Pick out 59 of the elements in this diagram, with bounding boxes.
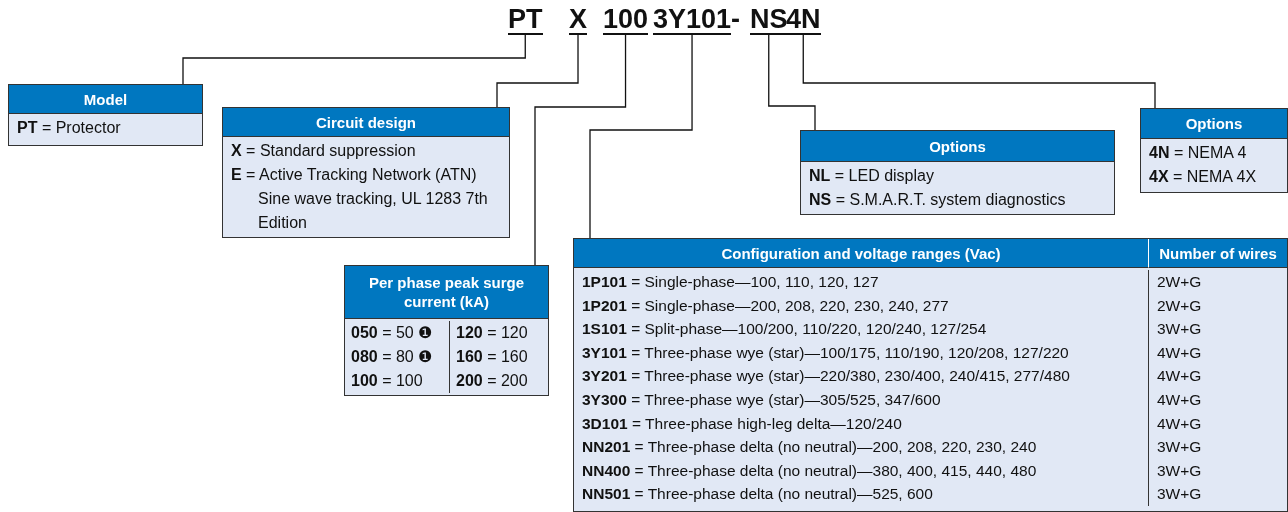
table-cell: 080 = 80 ❶ xyxy=(345,345,450,369)
table-cell-text: 3W+G xyxy=(1156,319,1203,340)
code-key-table xyxy=(344,265,549,396)
code-key-table xyxy=(573,238,1288,512)
separator-text: - xyxy=(731,6,740,33)
definition-text: 4X = NEMA 4X xyxy=(1148,167,1258,187)
table-cell-text: 2W+G xyxy=(1156,272,1203,292)
table-cell: 3Y300 = Three-phase wye (star)—305/525, 347/600 xyxy=(574,387,1149,412)
table-cell: 100 = 100 xyxy=(345,369,450,393)
table-cell-text: 160 = 160 xyxy=(455,347,529,367)
table-cell: 1P201 = Single-phase—200, 208, 220, 230, 240, 277 xyxy=(574,293,1149,318)
table-cell-text: 3W+G xyxy=(1156,484,1203,505)
table-cell: NN201 = Three-phase delta (no neutral)—200, 208, 220, 230, 240 xyxy=(574,435,1149,459)
model-code-segment: 3Y101 xyxy=(653,6,732,35)
definition-text: NS = S.M.A.R.T. system diagnostics xyxy=(808,190,1067,210)
definition-text: E = Active Tracking Network (ATN) Sine wave tracking, UL 1283 7th Edition xyxy=(230,165,489,233)
table-cell-text: 4W+G xyxy=(1156,366,1203,387)
table-cell: 1P101 = Single-phase—100, 110, 120, 127 xyxy=(574,270,1149,294)
box-header: Model xyxy=(9,85,202,114)
table-cell: 050 = 50 ❶ xyxy=(345,321,450,345)
model-code-segment: 4N xyxy=(786,6,821,35)
box-header: Options xyxy=(1141,109,1287,139)
definition-text: NL = LED display xyxy=(808,166,935,186)
definition-text: PT = Protector xyxy=(16,118,122,138)
model-code-segment: PT xyxy=(508,6,543,35)
table-cell-text: 2W+G xyxy=(1156,295,1203,316)
code-key-box xyxy=(222,107,510,238)
leader-line xyxy=(802,34,1156,109)
leader-line xyxy=(182,34,526,85)
code-key-box xyxy=(8,84,203,146)
model-code-segment: 100 xyxy=(603,6,649,35)
code-key-box xyxy=(1140,108,1288,193)
table-header-cell: Configuration and voltage ranges (Vac) xyxy=(574,239,1149,268)
table-cell-text: 120 = 120 xyxy=(455,323,529,343)
table-cell-text: 4W+G xyxy=(1156,389,1203,410)
model-code-segment: X xyxy=(569,6,587,35)
leader-line xyxy=(589,34,693,239)
leader-line xyxy=(768,34,816,131)
box-header: Per phase peak surge current (kA) xyxy=(345,266,548,319)
leader-line xyxy=(496,34,579,108)
table-cell-text: 4W+G xyxy=(1156,413,1203,434)
leader-line xyxy=(534,34,627,266)
table-header-cell: Number of wires xyxy=(1149,239,1287,268)
definition-text: X = Standard suppression xyxy=(230,141,417,161)
table-cell: 1S101 = Split-phase—100/200, 110/220, 120/240, 127/254 xyxy=(574,317,1149,341)
code-key-box xyxy=(800,130,1115,215)
box-header: Circuit design xyxy=(223,108,509,137)
table-cell-text: 200 = 200 xyxy=(455,371,529,391)
table-cell: 3Y201 = Three-phase wye (star)—220/380, 230/400, 240/415, 277/480 xyxy=(574,364,1149,388)
table-cell: 3D101 = Three-phase high-leg delta—120/240 xyxy=(574,411,1149,436)
table-cell-text: 3W+G xyxy=(1156,437,1203,458)
table-cell-text: 4W+G xyxy=(1156,342,1203,363)
table-cell-text: 3W+G xyxy=(1156,460,1203,481)
definition-text: 4N = NEMA 4 xyxy=(1148,143,1248,163)
table-cell: NN501 = Three-phase delta (no neutral)—525, 600 xyxy=(574,482,1149,506)
model-code-segment: NS xyxy=(750,6,788,35)
table-cell: 3Y101 = Three-phase wye (star)—100/175, 110/190, 120/208, 127/220 xyxy=(574,340,1149,365)
table-cell: NN400 = Three-phase delta (no neutral)—380, 400, 415, 440, 480 xyxy=(574,458,1149,483)
box-header: Options xyxy=(801,131,1114,162)
